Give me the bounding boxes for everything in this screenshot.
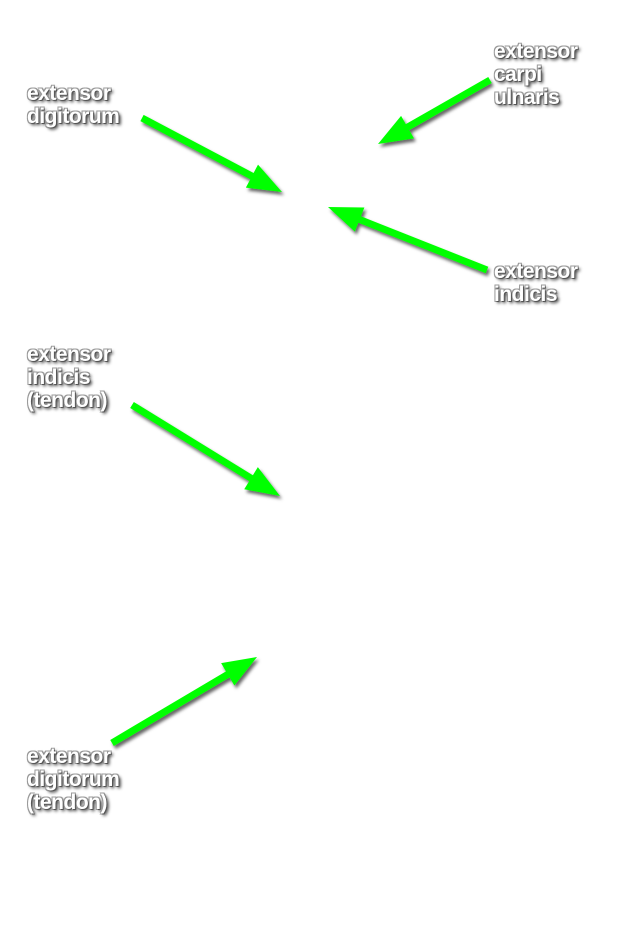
- label-line: extensor: [27, 745, 111, 768]
- arrow-extensor-carpi-ulnaris: [378, 76, 492, 144]
- label-extensor-carpi-ulnaris: extensor carpi ulnaris: [494, 40, 578, 109]
- label-line: indicis: [27, 366, 91, 389]
- arrow-extensor-digitorum-tendon: [110, 657, 257, 747]
- label-line: (tendon): [27, 791, 107, 814]
- label-line: (tendon): [27, 389, 107, 412]
- label-extensor-indicis: extensor indicis: [494, 260, 578, 306]
- label-extensor-digitorum-tendon: extensor digitorum (tendon): [27, 745, 120, 814]
- arrow-extensor-indicis-tendon: [130, 402, 280, 496]
- label-line: digitorum: [27, 105, 120, 128]
- label-line: extensor: [494, 40, 578, 63]
- label-line: ulnaris: [494, 86, 560, 109]
- label-line: extensor: [27, 82, 111, 105]
- arrow-extensor-digitorum: [140, 114, 282, 192]
- arrow-extensor-indicis: [328, 207, 489, 274]
- label-line: indicis: [494, 283, 558, 306]
- label-line: digitorum: [27, 768, 120, 791]
- label-extensor-indicis-tendon: extensor indicis (tendon): [27, 343, 111, 412]
- label-line: carpi: [494, 63, 542, 86]
- label-line: extensor: [494, 260, 578, 283]
- label-extensor-digitorum: extensor digitorum: [27, 82, 120, 128]
- label-line: extensor: [27, 343, 111, 366]
